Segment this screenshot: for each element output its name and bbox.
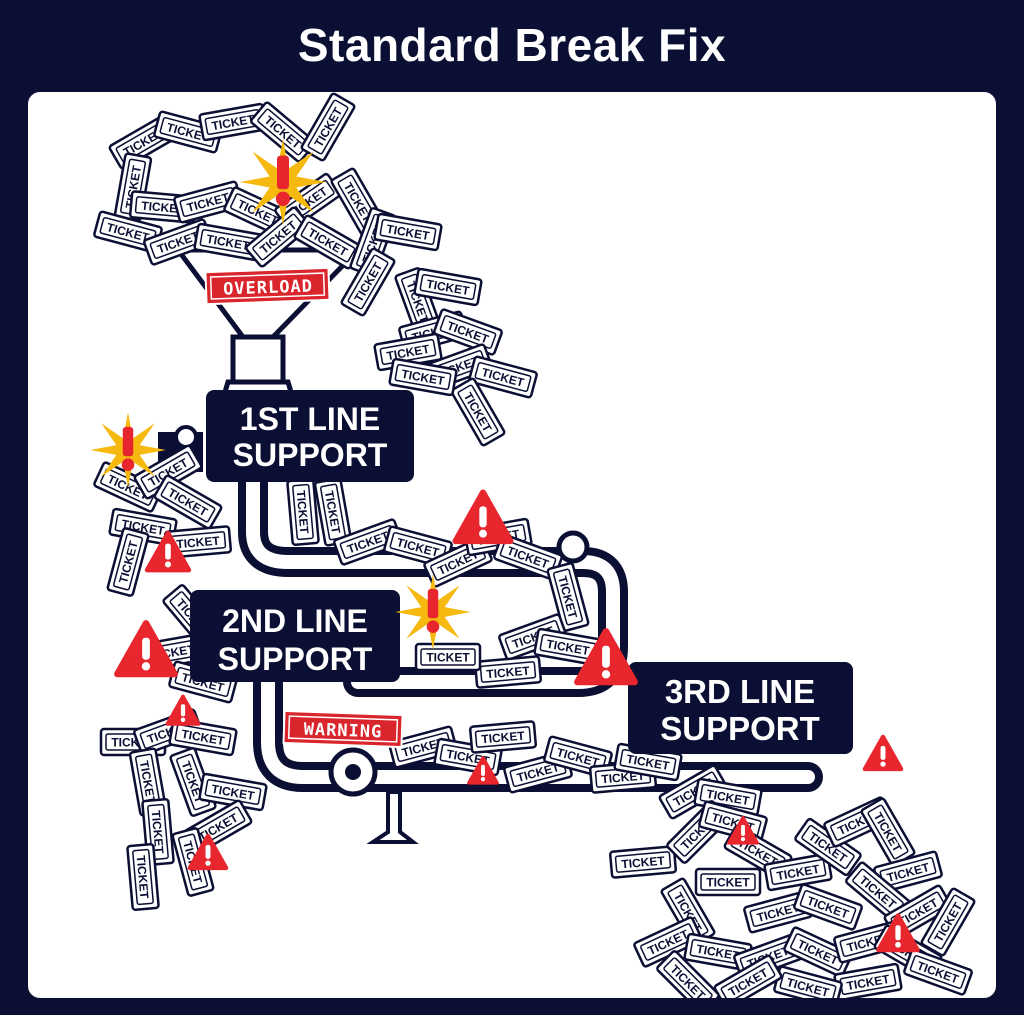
ticket: TICKET: [468, 720, 538, 754]
third-line-subtitle: SUPPORT: [660, 710, 820, 747]
ticket-label: TICKET: [706, 876, 750, 890]
second-line-subtitle: SUPPORT: [218, 641, 373, 677]
third-line-title: 3RD LINE: [665, 673, 815, 710]
ticket: TICKET: [387, 357, 459, 397]
ticket: TICKET: [772, 964, 844, 998]
ticket: TICKET: [286, 477, 320, 547]
overload-stamp-text: OVERLOAD: [223, 276, 314, 299]
ticket: TICKET: [792, 882, 864, 932]
ticket: TICKET: [141, 797, 175, 867]
support-label-second-line: 2ND LINE SUPPORT: [190, 590, 400, 682]
ticket: TICKET: [163, 525, 233, 559]
first-line-title: 1ST LINE: [240, 401, 380, 437]
ticket: TICKET: [467, 354, 539, 400]
ticket: TICKET: [299, 92, 357, 163]
ticket: TICKET: [832, 962, 904, 998]
alert-burst-icon: [395, 574, 471, 650]
ticket: TICKET: [192, 222, 264, 262]
ticket-label: TICKET: [486, 664, 531, 682]
ticket-label: TICKET: [294, 490, 312, 535]
pipe-stand: [366, 790, 419, 844]
ticket-label: TICKET: [621, 854, 666, 872]
second-line-title: 2ND LINE: [222, 603, 368, 639]
ticket: TICKET: [872, 849, 944, 895]
ticket: TICKET: [382, 524, 454, 570]
page-title: Standard Break Fix: [297, 19, 727, 71]
warning-triangle-icon: [452, 489, 514, 545]
alert-burst-icon: [90, 412, 166, 488]
ticket-label: TICKET: [134, 855, 152, 900]
ticket: TICKET: [608, 845, 678, 879]
ticket-label: TICKET: [176, 534, 221, 552]
ticket: TICKET: [532, 627, 604, 667]
warning-triangle-icon: [574, 628, 638, 686]
warning-stamp-text: WARNING: [303, 720, 382, 743]
warning-triangle-icon: [144, 530, 192, 573]
support-label-first-line: 1ST LINE SUPPORT: [206, 390, 414, 482]
warning-triangle-icon: [862, 734, 904, 772]
ticket: TICKET: [197, 772, 269, 812]
ticket: TICKET: [612, 742, 684, 782]
ticket: TICKET: [473, 655, 543, 689]
warning-triangle-icon: [187, 833, 229, 871]
support-label-third-line: 3RD LINE SUPPORT: [628, 662, 853, 754]
ticket: TICKET: [313, 476, 353, 548]
warning-triangle-icon: [876, 913, 920, 953]
ticket: TICKET: [694, 867, 762, 897]
alert-burst-icon: [239, 138, 327, 226]
ticket: TICKET: [105, 526, 151, 598]
warning-triangle-icon: [727, 816, 759, 845]
ticket: TICKET: [167, 717, 239, 757]
warning-stamp: WARNING: [282, 709, 404, 749]
ticket-label: TICKET: [426, 651, 470, 665]
ticket: TICKET: [545, 561, 591, 633]
first-line-subtitle: SUPPORT: [233, 437, 388, 473]
ticket: TICKET: [682, 932, 754, 972]
ticket: TICKET: [762, 852, 834, 892]
ticket: TICKET: [372, 212, 444, 252]
ticket: TICKET: [412, 267, 484, 307]
ticket: TICKET: [372, 332, 444, 372]
warning-triangle-icon: [467, 756, 499, 785]
ticket-label: TICKET: [149, 810, 167, 855]
alert-icons: [90, 138, 920, 953]
overload-stamp: OVERLOAD: [204, 266, 331, 306]
warning-triangle-icon: [165, 694, 201, 726]
ticket-label: TICKET: [481, 729, 526, 747]
ticket: TICKET: [126, 842, 160, 912]
ticket: TICKET: [414, 642, 482, 672]
ticket: TICKET: [197, 102, 269, 142]
warning-triangle-icon: [114, 620, 178, 678]
ticket: TICKET: [128, 746, 168, 818]
